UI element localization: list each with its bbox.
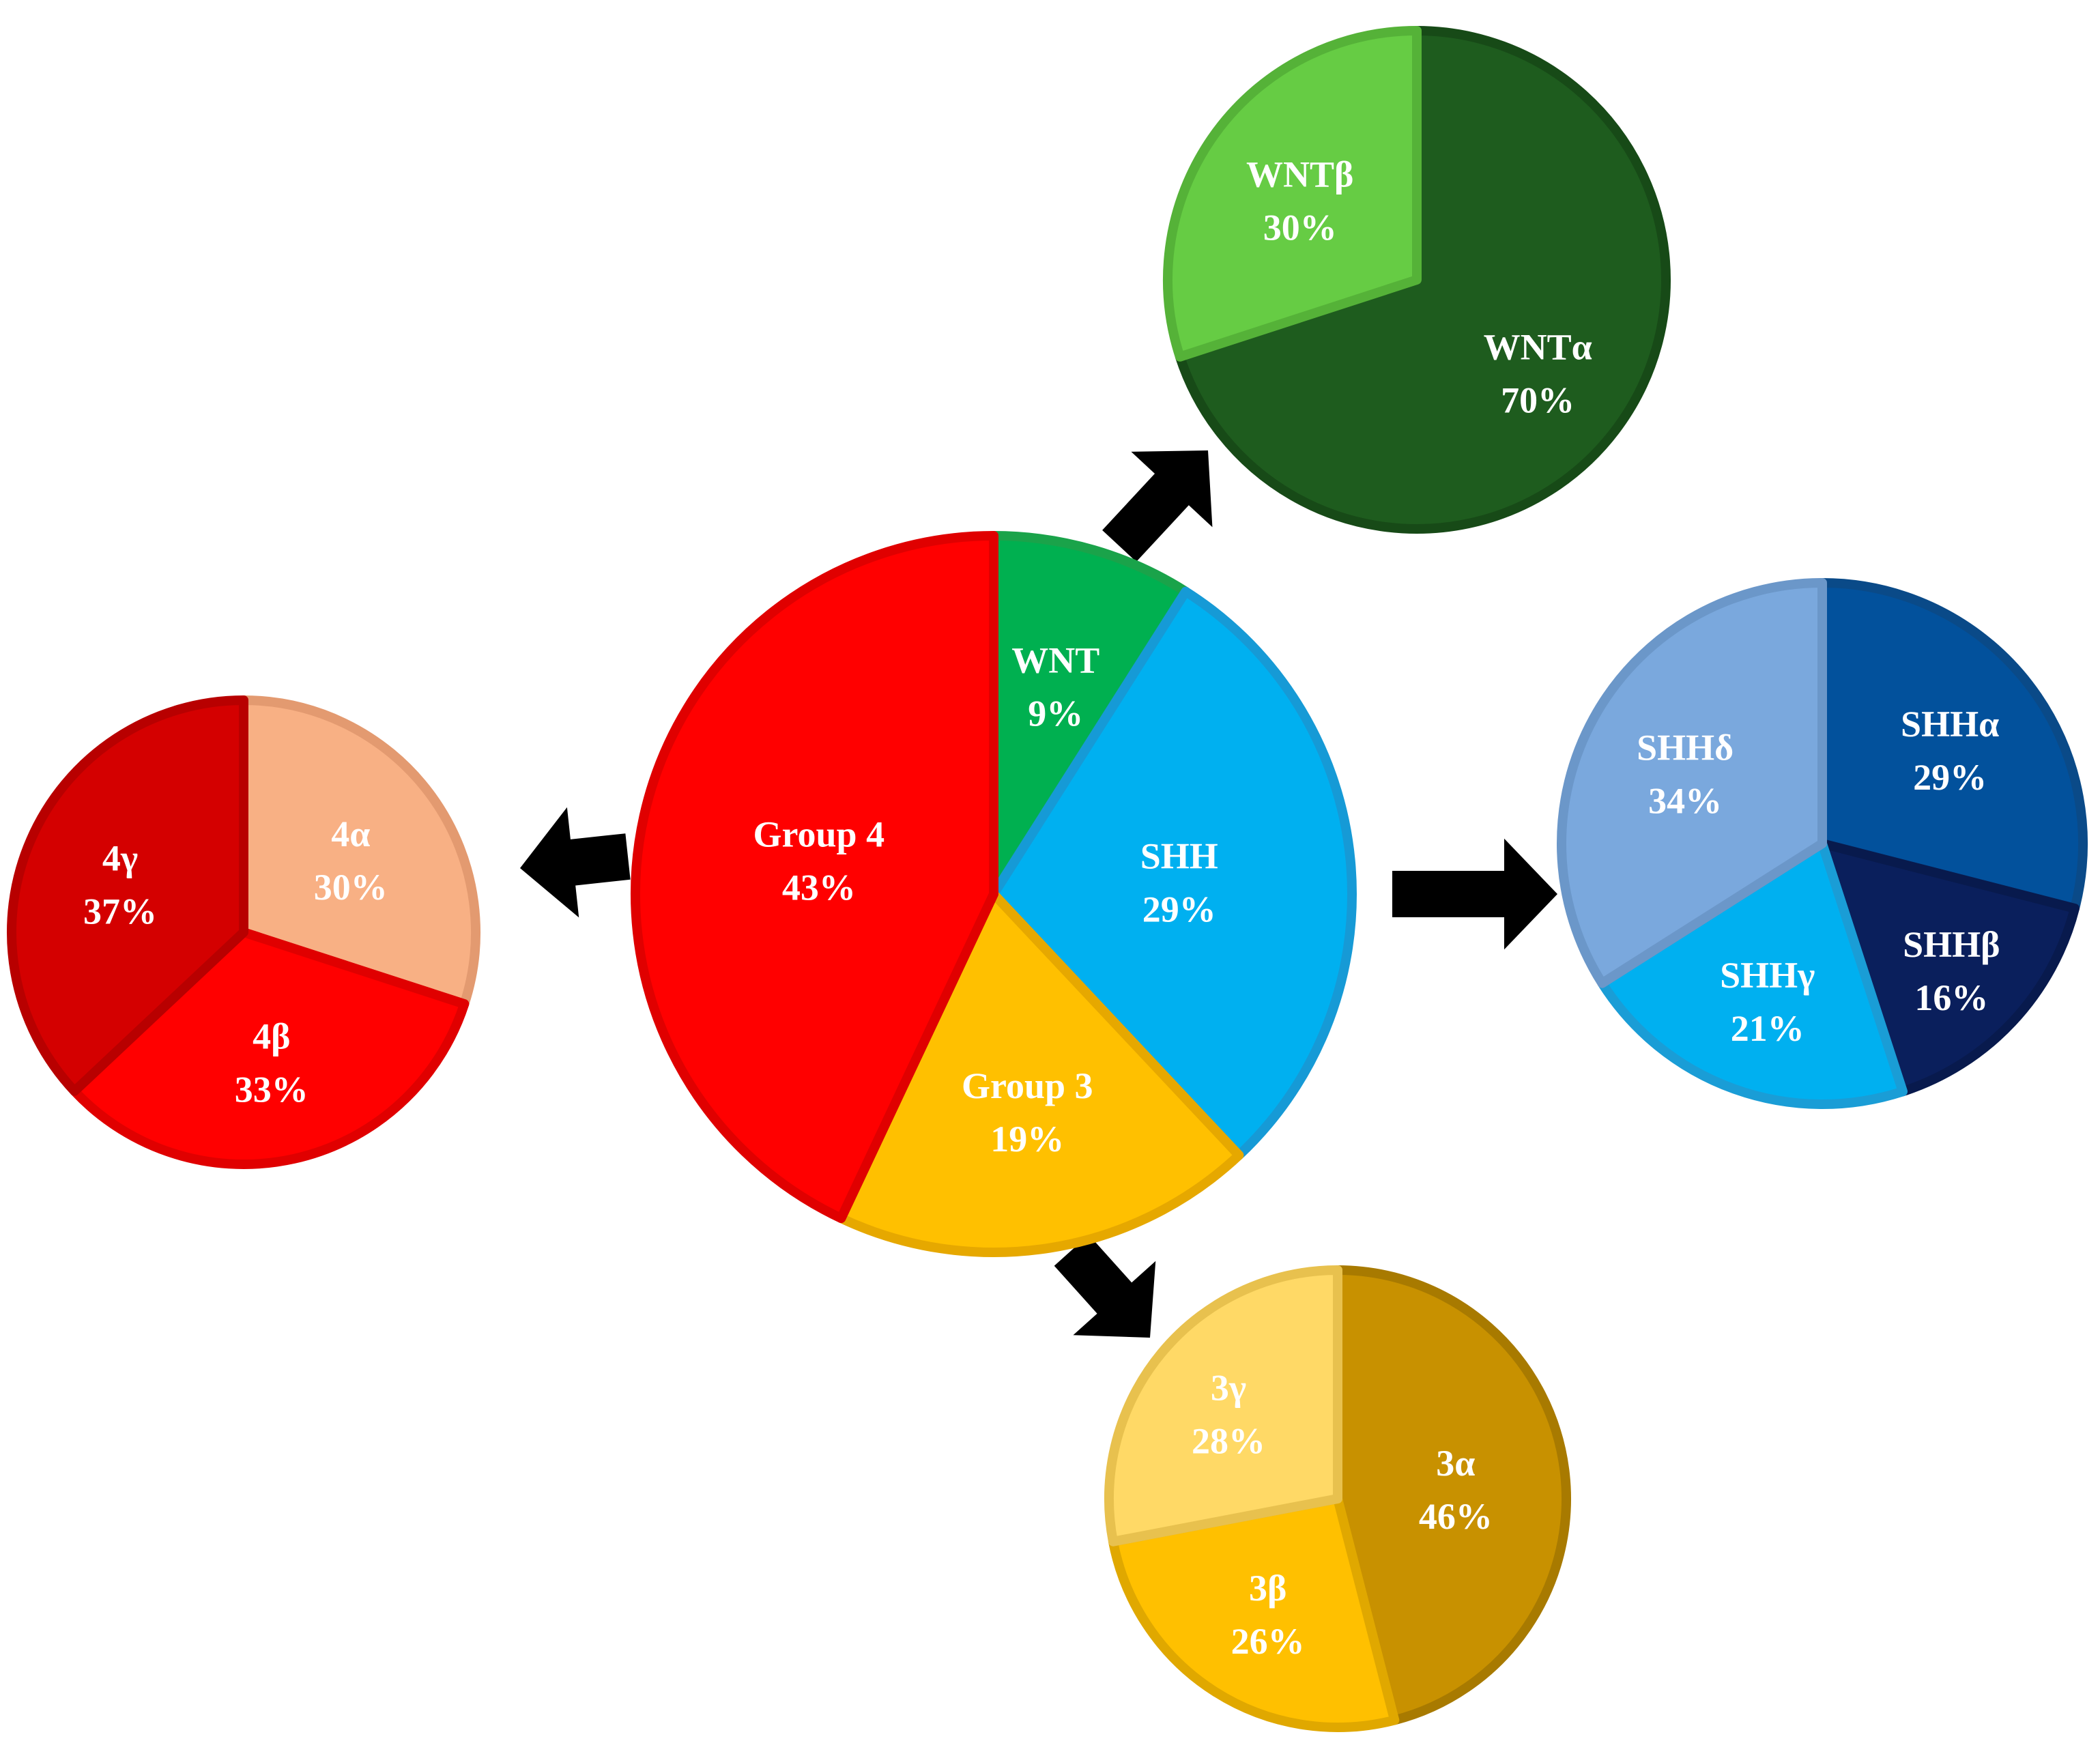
pie-slice-shhα — [1817, 578, 2088, 913]
pie-slice-3β — [1108, 1494, 1400, 1732]
pie-slice-shhγ — [1597, 839, 1908, 1109]
pie-slice-3α — [1333, 1265, 1572, 1725]
arrow-to-group3 — [1054, 1235, 1156, 1338]
pie-slice-shhδ — [1557, 578, 1827, 988]
pie-slice-wntα — [1175, 26, 1671, 534]
pie-slice-group-3 — [836, 889, 1244, 1257]
arrows — [520, 450, 1557, 1338]
pie-slice-4γ — [7, 695, 248, 1096]
pie-slice-3γ — [1104, 1265, 1342, 1546]
pie-slice-4α — [239, 695, 480, 1009]
arrow-to-shh — [1392, 838, 1557, 950]
pie-slice-4β — [70, 927, 470, 1169]
pie-slice-group-4 — [631, 531, 998, 1224]
pie-slice-wnt — [989, 531, 1191, 899]
arrow-to-group4 — [520, 807, 631, 918]
pie-slice-shh — [989, 586, 1357, 1160]
pie-slice-wntβ — [1163, 26, 1422, 362]
arrow-to-wnt — [1102, 450, 1213, 562]
